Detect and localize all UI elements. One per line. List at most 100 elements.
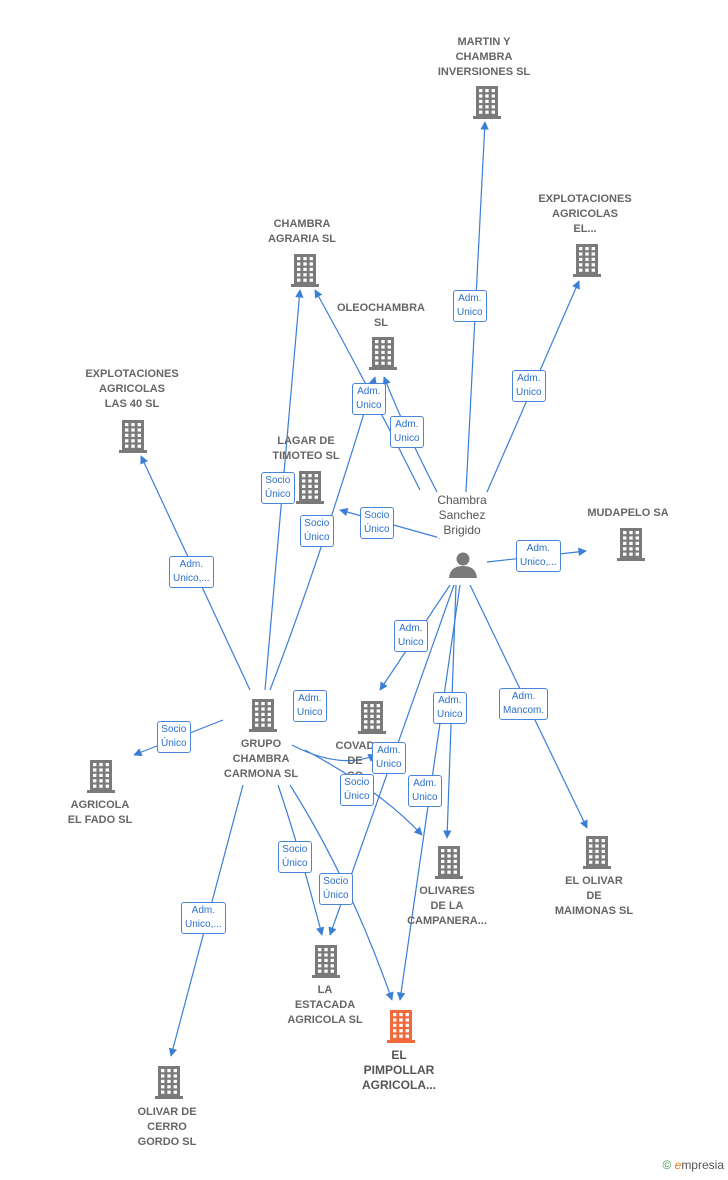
node-label-line: GRUPO (240, 738, 282, 750)
relation-badge-line: Socio (282, 844, 308, 855)
building-icon[interactable] (155, 1066, 183, 1099)
node-label-line: Chambra (437, 493, 487, 507)
company-label-martin[interactable]: MARTIN Y CHAMBRA INVERSIONES SL (438, 35, 530, 80)
node-label-line: EL OLIVAR (565, 875, 623, 887)
relation-badge[interactable]: Adm.Unico (453, 290, 487, 322)
relation-badge[interactable]: Adm.Unico,... (181, 902, 226, 934)
relation-badge[interactable]: Adm.Unico (372, 742, 406, 774)
relation-badge[interactable]: Adm.Unico (293, 690, 327, 722)
relation-badge[interactable]: Adm. Unico (433, 692, 467, 724)
relation-badge-line: Adm. (511, 691, 536, 702)
company-label-mudapelo[interactable]: MUDAPELO SA (587, 506, 668, 521)
building-icon[interactable] (473, 86, 501, 119)
building-icon[interactable] (87, 760, 115, 793)
building-icon[interactable] (369, 337, 397, 370)
relation-badge-line: Adm. (526, 543, 551, 554)
node-label-line: INVERSIONES SL (437, 66, 531, 78)
node-label-line: OLEOCHAMBRA (337, 302, 425, 314)
node-label-line: COVAD (335, 740, 375, 752)
relation-badge[interactable]: Adm.Unico (512, 370, 546, 402)
node-label-line: EL (391, 1048, 407, 1062)
relation-badge[interactable]: Adm.Unico (352, 383, 386, 415)
watermark-brand-rest: mpresia (681, 1158, 724, 1172)
company-label-lagar[interactable]: LAGAR DE TIMOTEO SL (272, 434, 339, 464)
relation-badge[interactable]: Adm.Mancom. (499, 688, 549, 720)
building-icon[interactable] (435, 846, 463, 879)
building-icon[interactable] (617, 528, 645, 561)
node-label-line: PIMPOLLAR (363, 1063, 435, 1077)
building-icon[interactable] (119, 420, 147, 453)
relation-badge-line: Unico (297, 707, 323, 718)
node-label-line: MAIMONAS SL (554, 905, 634, 917)
building-icon[interactable] (583, 836, 611, 869)
node-label-line: CHAMBRA (455, 51, 513, 63)
company-label-olivar-maimonas[interactable]: EL OLIVAR DE MAIMONAS SL (555, 874, 633, 919)
relation-badge-line: Unico (394, 433, 420, 444)
relation-badge-line: Adm. (413, 778, 437, 789)
relation-badge[interactable]: Adm.Unico (394, 620, 428, 652)
relation-badge-line: Adm. (377, 745, 401, 756)
node-label-line: EXPLOTACIONES (538, 193, 632, 205)
node-label-line: LA (317, 984, 333, 996)
node-label-line: AGRARIA SL (267, 233, 337, 245)
relation-badge-line: Adm. (458, 293, 482, 304)
node-label-line: CAMPANERA... (407, 915, 487, 927)
company-label-explotaciones-el[interactable]: EXPLOTACIONES AGRICOLAS EL... (538, 192, 631, 237)
node-label-line: LAGAR DE (277, 435, 335, 447)
relation-badge-line: Socio (344, 777, 370, 788)
node-label-line: MARTIN Y (457, 36, 511, 48)
relation-badge[interactable]: Adm. Unico (408, 775, 442, 807)
building-icon[interactable] (249, 699, 277, 732)
node-label-line: Sanchez (438, 508, 486, 522)
relation-badge-line: Socio (161, 724, 187, 735)
building-icon[interactable] (387, 1010, 415, 1043)
relation-badge-line: Único (161, 738, 187, 749)
relation-badge-line: Socio (364, 510, 390, 521)
building-icon[interactable] (358, 701, 386, 734)
node-label-line: GORDO SL (137, 1136, 197, 1148)
relation-badge-line: Adm. (399, 623, 423, 634)
relation-badge[interactable]: Adm. Unico,... (169, 556, 214, 588)
node-label-line: CERRO (147, 1121, 187, 1133)
node-label-line: EXPLOTACIONES (85, 368, 179, 380)
node-label-line: DE (586, 890, 602, 902)
relation-badge-line: Unico,... (173, 573, 210, 584)
relation-badge-line: Unico (437, 709, 463, 720)
relation-badge-line: Adm. (179, 559, 204, 570)
relation-badge-line: Adm. (438, 695, 462, 706)
person-icon[interactable] (449, 552, 477, 579)
node-label-line: TIMOTEO SL (272, 450, 340, 462)
building-icon[interactable] (573, 244, 601, 277)
building-icon[interactable] (291, 254, 319, 287)
watermark-brand-initial: e (674, 1158, 682, 1172)
empresia-watermark: © empresia (662, 1158, 724, 1172)
relation-badge[interactable]: Adm.Unico (390, 416, 424, 448)
node-label-line: EL... (573, 223, 597, 235)
relation-badge-line: Único (364, 524, 390, 535)
node-label-line: Brigido (443, 523, 481, 537)
node-label-line: OLIVARES (419, 885, 475, 897)
building-icon[interactable] (296, 471, 324, 504)
node-label-line: AGRICOLAS (552, 208, 618, 220)
relation-badge[interactable]: Adm.Unico,... (516, 540, 561, 572)
building-icon[interactable] (312, 945, 340, 978)
relation-badge-line: Unico (412, 792, 438, 803)
